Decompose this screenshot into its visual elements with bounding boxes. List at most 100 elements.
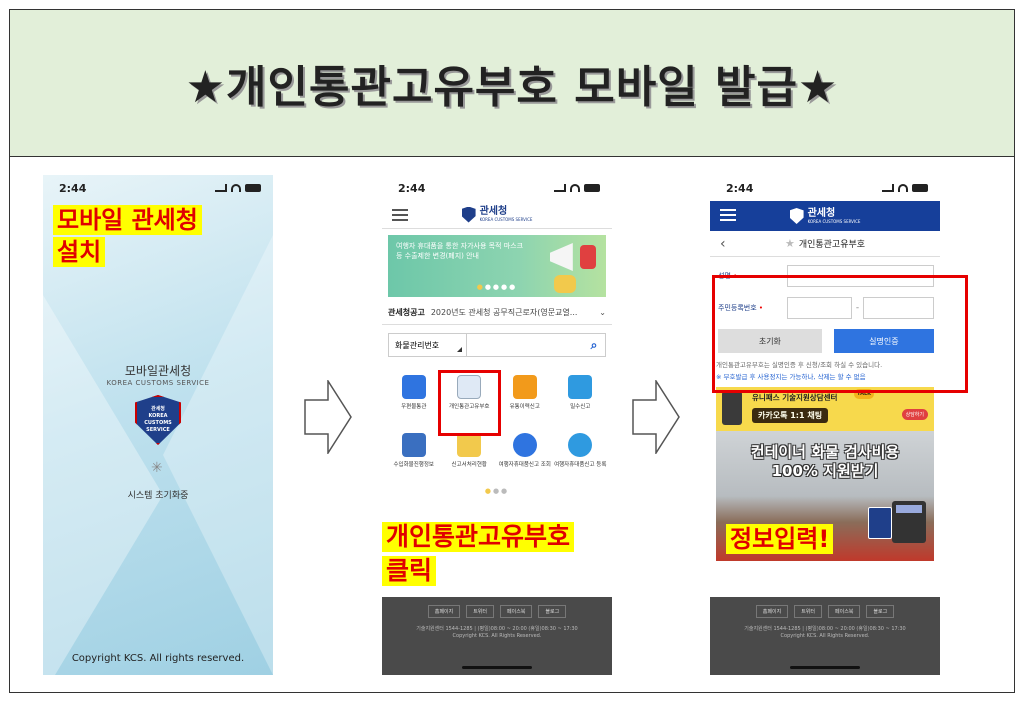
logo-subtext: KOREA CUSTOMS SERVICE bbox=[479, 217, 533, 222]
menu-label: 여행자휴대품신고 등록 bbox=[554, 462, 607, 468]
battery-icon bbox=[912, 184, 928, 192]
home-indicator bbox=[790, 666, 860, 669]
hand-icon bbox=[554, 275, 576, 293]
footer-link-blog[interactable]: 블로그 bbox=[538, 605, 567, 618]
status-time: 2:44 bbox=[398, 181, 426, 195]
next-step-arrow-icon bbox=[304, 380, 352, 454]
warning-note: ※ 부호발급 후 사용정지는 가능하나, 삭제는 할 수 없음 bbox=[716, 373, 866, 381]
menu-item[interactable]: 여행자휴대품신고 등록 bbox=[553, 427, 609, 485]
menu-label: 수입화물진행정보 bbox=[393, 462, 434, 468]
shield-icon bbox=[789, 208, 804, 224]
info-note: 개인통관고유부호는 실명인증 후 신청/조회 하실 수 있습니다. bbox=[716, 361, 883, 369]
wifi-icon bbox=[231, 184, 241, 192]
notice-label: 관세청공고 bbox=[388, 308, 425, 317]
kcs-logo[interactable]: 관세청 KOREA CUSTOMS SERVICE bbox=[789, 207, 861, 224]
menu-label: 우편물통관 bbox=[401, 404, 427, 410]
footer-link-facebook[interactable]: 페이스북 bbox=[500, 605, 533, 618]
footer: 홈페이지 트위터 페이스북 블로그 기술지원센터 1544-1285 | (평일… bbox=[382, 597, 612, 675]
carousel-dots[interactable]: ●●●●● bbox=[476, 283, 518, 291]
rrn-back-field[interactable] bbox=[863, 297, 935, 319]
footer-link-twitter[interactable]: 트위터 bbox=[794, 605, 822, 618]
document-icon bbox=[512, 375, 537, 399]
logo-text: 관세청 bbox=[479, 206, 508, 217]
footer-copyright: Copyright KCS. All Rights Reserved. bbox=[780, 633, 870, 639]
home-indicator bbox=[462, 666, 532, 669]
kcs-logo[interactable]: 관세청 KOREA CUSTOMS SERVICE bbox=[461, 206, 533, 223]
globe-icon bbox=[512, 433, 537, 457]
ad-headline: 100% 지원받기 bbox=[771, 462, 879, 480]
footer: 홈페이지 트위터 페이스북 블로그 기술지원센터 1544-1285 | (평일… bbox=[710, 597, 940, 675]
phone-issue-form: 2:44 관세청 KOREA CUSTOMS SERVICE ‹ ★ 개인통관고… bbox=[710, 175, 940, 675]
mail-icon bbox=[401, 375, 426, 399]
page-indicator[interactable]: ●●● bbox=[484, 487, 510, 495]
passport-icon bbox=[868, 507, 892, 539]
menu-label: 신고서처리현황 bbox=[451, 462, 487, 468]
id-card-icon bbox=[457, 375, 482, 399]
ad-headline: 컨테이너 화물 검사비용 bbox=[750, 443, 900, 461]
search-icon[interactable]: ⌕ bbox=[590, 337, 598, 352]
slide-frame: ★개인통관고유부호 모바일 발급★ bbox=[9, 9, 1015, 693]
status-bar: 2:44 bbox=[382, 175, 612, 201]
menu-label: 유통이력신고 bbox=[509, 404, 540, 410]
phone-icon bbox=[722, 391, 742, 425]
step1-label-line1: 모바일 관세청 bbox=[53, 205, 202, 235]
shield-text: KOREA bbox=[148, 413, 168, 419]
menu-item[interactable]: 신고서처리현황 bbox=[442, 427, 498, 485]
chevron-down-icon[interactable]: ⌄ bbox=[599, 308, 606, 317]
notice-ticker[interactable]: 관세청공고 2020년도 관세청 공무직근로자(영문교열... ⌄ bbox=[382, 297, 612, 325]
ad-title: 유니패스 기술지원상담센터 bbox=[752, 393, 838, 402]
footer-contact: 기술지원센터 1544-1285 | (평일)08:00 ~ 20:00 (휴일… bbox=[416, 626, 578, 632]
reset-button[interactable]: 초기화 bbox=[718, 329, 822, 353]
hamburger-menu-icon[interactable] bbox=[392, 209, 408, 221]
footer-link-home[interactable]: 홈페이지 bbox=[755, 605, 789, 618]
consult-button[interactable]: 상담하기 bbox=[901, 409, 928, 420]
footer-link-facebook[interactable]: 페이스북 bbox=[828, 605, 861, 618]
footer-contact: 기술지원센터 1544-1285 | (평일)08:00 ~ 20:00 (휴일… bbox=[744, 626, 906, 632]
battery-icon bbox=[584, 184, 600, 192]
copyright-text: Copyright KCS. All rights reserved. bbox=[71, 653, 245, 664]
search-input[interactable] bbox=[467, 334, 583, 356]
step3-label: 정보입력! bbox=[726, 524, 834, 554]
rrn-label: 주민등록번호 • bbox=[718, 304, 764, 312]
ad-chat-label: 카카오톡 1:1 채팅 bbox=[752, 408, 829, 423]
search-type-select[interactable]: 화물관리번호 bbox=[389, 334, 467, 356]
loading-text: 시스템 초기화중 bbox=[127, 491, 189, 501]
page-header: ‹ ★ 개인통관고유부호 bbox=[710, 231, 940, 257]
back-icon[interactable]: ‹ bbox=[720, 235, 726, 252]
footer-copyright: Copyright KCS. All Rights Reserved. bbox=[452, 633, 542, 639]
footer-link-home[interactable]: 홈페이지 bbox=[427, 605, 461, 618]
shield-text: CUSTOMS bbox=[144, 420, 172, 426]
signal-icon bbox=[882, 184, 894, 192]
hamburger-menu-icon[interactable] bbox=[720, 209, 736, 221]
promo-banner[interactable]: 여행자 휴대품을 통한 자가사용 목적 마스크 등 수출제한 변경(폐지) 안내… bbox=[388, 235, 606, 297]
footer-link-twitter[interactable]: 트위터 bbox=[466, 605, 494, 618]
next-step-arrow-icon bbox=[632, 380, 680, 454]
notice-text: 2020년도 관세청 공무직근로자(영문교열... bbox=[430, 308, 578, 317]
menu-item[interactable]: 우편물통관 bbox=[386, 369, 442, 427]
logo-text: 관세청 bbox=[807, 207, 836, 219]
menu-item[interactable]: 수입화물진행정보 bbox=[386, 427, 442, 485]
kakao-chat-ad[interactable]: 유니패스 기술지원상담센터 TALK 카카오톡 1:1 채팅 상담하기 bbox=[716, 387, 934, 431]
status-time: 2:44 bbox=[59, 181, 87, 195]
star-icon[interactable]: ★ bbox=[784, 237, 795, 250]
footer-link-blog[interactable]: 블로그 bbox=[866, 605, 895, 618]
status-time: 2:44 bbox=[726, 181, 754, 195]
logo-subtext: KOREA CUSTOMS SERVICE bbox=[807, 218, 861, 224]
battery-icon bbox=[245, 184, 261, 192]
menu-item[interactable]: 여행자휴대품신고 조회 bbox=[497, 427, 553, 485]
menu-item-personal-customs-code[interactable]: 개인통관고유부호 bbox=[442, 369, 498, 427]
menu-grid: 우편물통관 개인통관고유부호 유통이력신고 밀수신고 수입화물진행정보 신고서처… bbox=[382, 365, 612, 485]
bell-icon bbox=[568, 375, 593, 399]
app-header: 관세청 KOREA CUSTOMS SERVICE bbox=[710, 201, 940, 231]
app-subtitle: KOREA CUSTOMS SERVICE bbox=[106, 379, 210, 387]
banner-title: ★개인통관고유부호 모바일 발급★ bbox=[185, 62, 839, 113]
menu-item[interactable]: 유통이력신고 bbox=[497, 369, 553, 427]
loading-spinner-icon: ✳ bbox=[151, 460, 163, 476]
status-bar: 2:44 bbox=[43, 175, 273, 201]
app-header: 관세청 KOREA CUSTOMS SERVICE bbox=[382, 201, 612, 229]
shield-text: SERVICE bbox=[146, 427, 170, 433]
menu-item[interactable]: 밀수신고 bbox=[553, 369, 609, 427]
rrn-front-field[interactable] bbox=[786, 297, 852, 319]
rrn-dash: - bbox=[855, 303, 860, 313]
verify-button[interactable]: 실명인증 bbox=[833, 329, 934, 353]
